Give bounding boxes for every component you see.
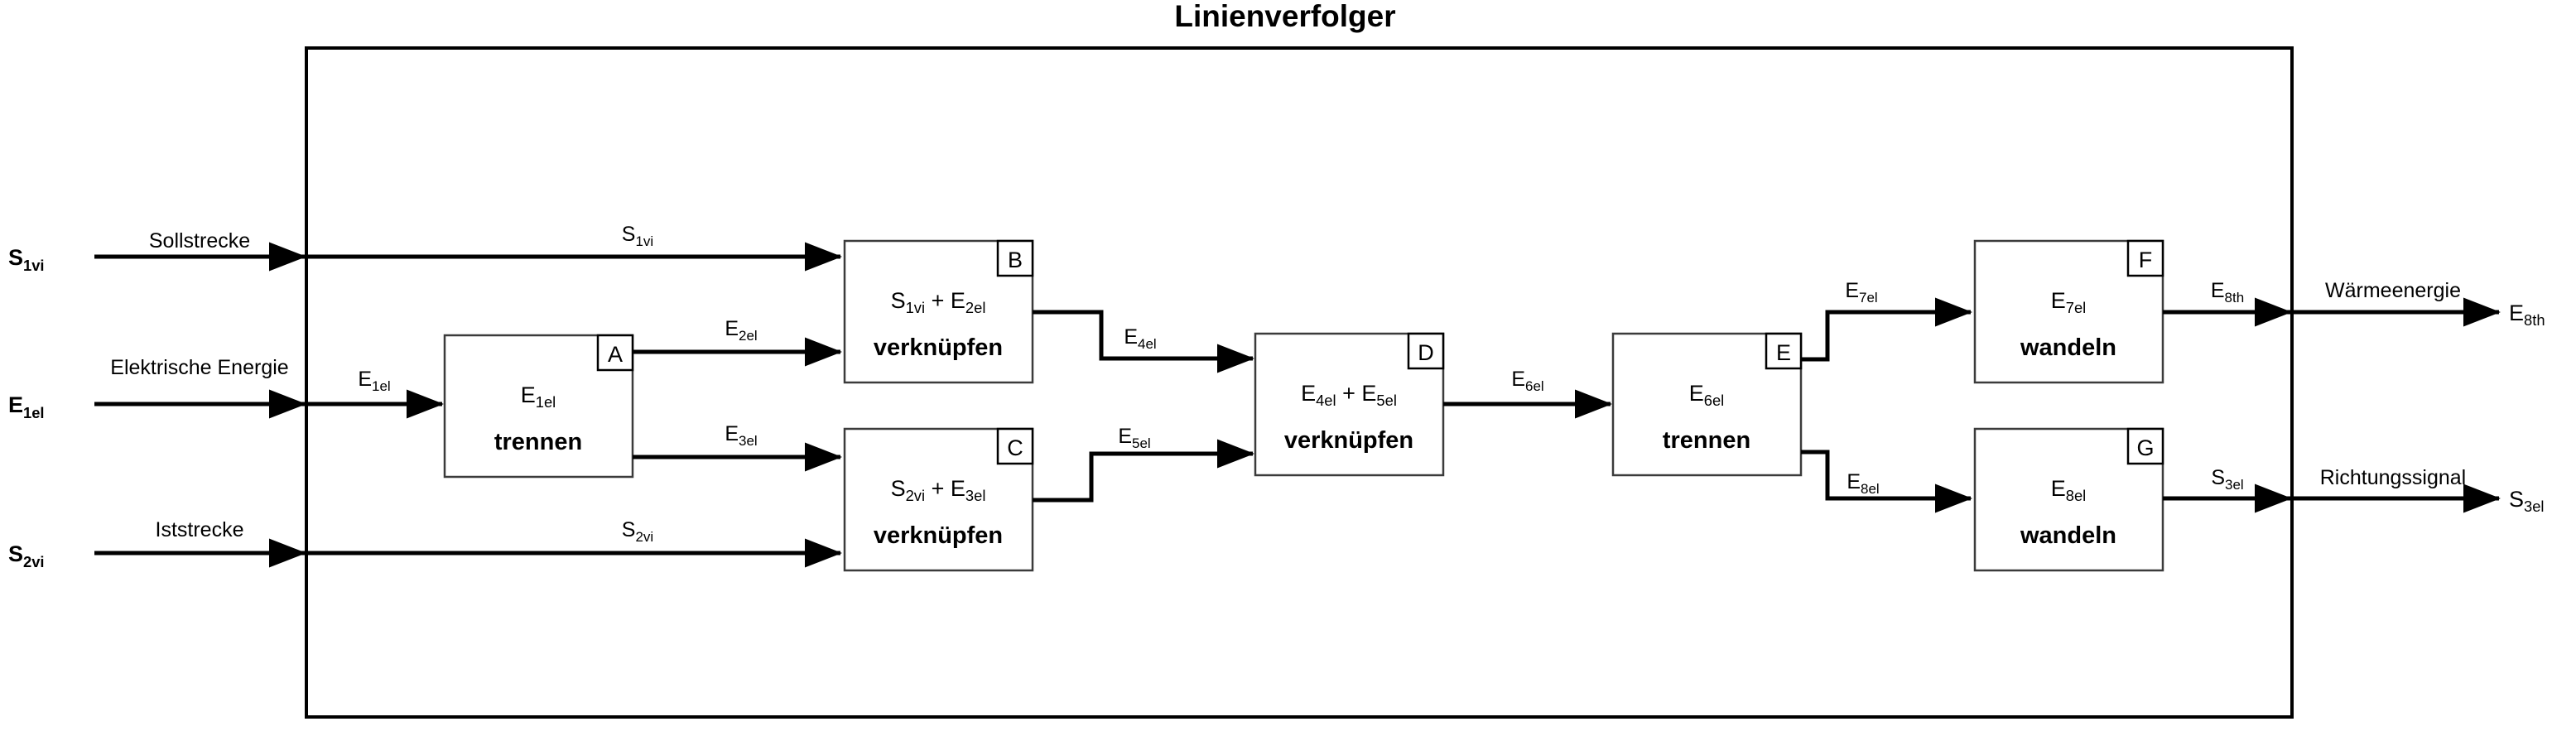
flow-label-e8th: E8th [2211,279,2244,305]
block-b[interactable]: B S1vi + E2el verknüpfen [843,239,1034,384]
flow-arrow-e7el [1801,297,1972,362]
block-f-tag-box [2126,239,2164,277]
block-b-tag-box [996,239,1034,277]
block-d-tag-box [1407,332,1445,370]
block-c-operand: S2vi + E3el [891,476,986,504]
flow-arrow-e5el [1033,439,1254,503]
block-e[interactable]: E E6el trennen [1611,332,1803,477]
flow-label-e2el: E2el [725,317,757,344]
flow-label-e7el: E7el [1845,279,1877,305]
block-b-verb: verknüpfen [874,334,1003,361]
block-a-tag-box [596,334,634,372]
block-d-operand: E4el + E5el [1301,381,1397,409]
flow-label-e8el: E8el [1847,470,1879,497]
block-c-tag-letter: C [1007,435,1023,460]
block-f-tag-letter: F [2139,248,2153,272]
block-f-operand: E7el [2051,288,2087,316]
flow-label-s3el: S3el [2211,466,2243,493]
block-c-tag-box [996,427,1034,465]
flow-label-e5el: E5el [1118,425,1150,451]
block-a[interactable]: A E1el trennen [443,334,634,479]
input-label-sollstrecke: Sollstrecke [149,229,250,253]
input-symbol-s1vi: S1vi [8,245,45,274]
output-symbol-s3el: S3el [2509,487,2545,515]
block-b-tag-letter: B [1008,248,1023,272]
flow-label-e1el: E1el [358,368,390,394]
flow-label-e6el: E6el [1511,368,1543,394]
block-e-operand: E6el [1689,381,1725,409]
output-label-waermeenergie: Wärmeenergie [2325,279,2461,302]
block-d-verb: verknüpfen [1284,427,1413,454]
flow-label-e4el: E4el [1124,325,1156,352]
output-symbol-e8th: E8th [2509,301,2545,329]
input-label-elektrische-energie: Elektrische Energie [110,356,288,379]
block-f-verb: wandeln [2020,334,2116,361]
block-b-operand: S1vi + E2el [891,288,986,316]
input-symbol-e1el: E1el [8,392,45,421]
input-label-iststrecke: Iststrecke [156,518,244,541]
output-label-richtungssignal: Richtungssignal [2320,466,2467,489]
flow-label-s1vi: S1vi [622,223,653,249]
flow-arrow-e8el [1801,450,1972,513]
block-g-operand: E8el [2051,476,2087,504]
block-e-tag-box [1765,332,1803,370]
flow-label-s2vi: S2vi [622,518,653,545]
block-e-tag-letter: E [1776,340,1791,365]
block-c-verb: verknüpfen [874,522,1003,549]
input-symbol-s2vi: S2vi [8,541,45,570]
flow-arrow-e4el [1033,310,1254,373]
page-title: Linienverfolger [1174,0,1395,33]
system-boundary [305,46,2294,719]
flow-label-e3el: E3el [725,422,757,449]
block-a-tag-letter: A [608,342,623,367]
block-g-tag-box [2126,427,2164,465]
block-a-verb: trennen [494,429,582,455]
block-d[interactable]: D E4el + E5el verknüpfen [1254,332,1445,477]
block-e-verb: trennen [1663,427,1750,454]
block-d-tag-letter: D [1418,340,1434,365]
block-g-tag-letter: G [2136,435,2154,460]
block-c[interactable]: C S2vi + E3el verknüpfen [843,427,1034,572]
block-f[interactable]: F E7el wandeln [1973,239,2164,384]
block-g[interactable]: G E8el wandeln [1973,427,2164,572]
block-a-operand: E1el [521,382,556,411]
block-g-verb: wandeln [2020,522,2116,549]
